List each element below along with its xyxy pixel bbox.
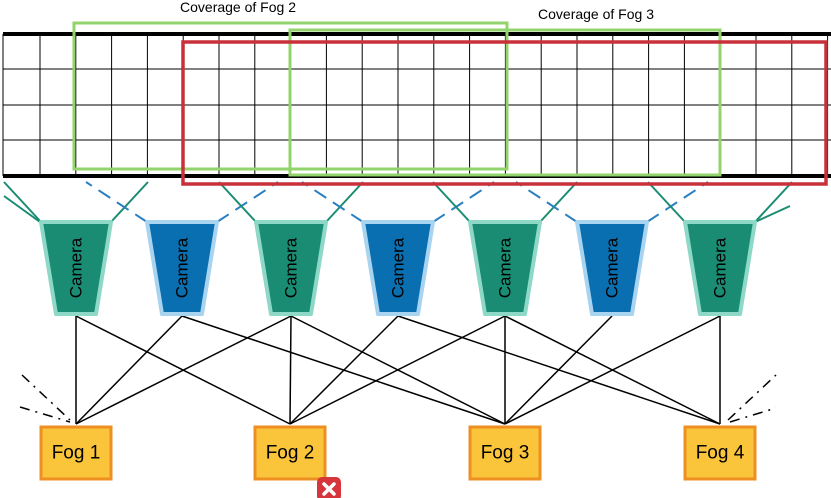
camera-fog-links [19, 315, 777, 425]
camera-4: Camera [361, 220, 435, 316]
fog-node-box [683, 425, 757, 481]
road-grid [2, 32, 831, 178]
fog-node-label: Fog 2 [266, 443, 315, 464]
camera-fov-line [539, 181, 578, 223]
camera-fog-link [289, 315, 506, 425]
camera-fov-line [3, 181, 42, 223]
camera-label: Camera [67, 237, 86, 298]
close-icon-stroke [322, 482, 336, 496]
camera-1: Camera [39, 220, 113, 316]
coverage-failover-box [181, 40, 828, 186]
camera-body [145, 220, 219, 316]
fog-node-label: Fog 3 [481, 443, 530, 464]
camera-fov-line [646, 181, 709, 223]
camera-3: Camera [254, 220, 328, 316]
camera-body [468, 220, 542, 316]
camera-fov-line [85, 181, 148, 223]
camera-fov-line [218, 181, 257, 223]
camera-fov-line [432, 181, 495, 223]
camera-label: Camera [282, 237, 301, 298]
coverage-fog3-box [288, 28, 722, 177]
fog-node-box [39, 425, 113, 481]
camera-fov-line [647, 181, 686, 223]
camera-fov-line [754, 181, 793, 223]
fog-node-label: Fog 4 [696, 443, 745, 464]
camera-label: Camera [173, 237, 192, 298]
camera-fov-line [754, 205, 791, 223]
camera-fov-line [515, 181, 578, 223]
camera-fog-link [289, 315, 399, 425]
camera-fog-link [504, 315, 613, 425]
coverage-label-fog3: Coverage of Fog 3 [538, 6, 654, 22]
link-continuation [729, 407, 777, 423]
link-continuation [727, 374, 777, 421]
camera-fog-link [75, 315, 183, 425]
camera-fog-link [75, 315, 292, 425]
camera-fov-line [110, 181, 149, 223]
camera-body [683, 220, 757, 316]
fog-node-4: Fog 4 [683, 425, 757, 481]
fog-node-2: Fog 2 [253, 425, 341, 498]
camera-2: Camera [145, 220, 219, 316]
camera-label: Camera [711, 237, 730, 298]
coverage-rectangles [72, 21, 828, 186]
fog-node-box [468, 425, 542, 481]
camera-fov-line [3, 195, 41, 223]
fog-row: Fog 1 Fog 2 Fog 3 Fog 4 [39, 425, 757, 498]
fog-node-3: Fog 3 [468, 425, 542, 481]
fog-node-box [253, 425, 327, 481]
camera-row: Camera Camera Camera Camera Camera Camera Came… [39, 220, 757, 316]
camera-fog-link [504, 315, 721, 425]
camera-fov-line [432, 181, 471, 223]
fog-node-1: Fog 1 [39, 425, 113, 481]
coverage-labels: Coverage of Fog 2 Coverage of Fog 3 [180, 0, 654, 22]
link-continuation [19, 406, 71, 423]
camera-fov-line [301, 181, 364, 223]
camera-body [575, 220, 649, 316]
camera-fov-lines [3, 181, 793, 223]
camera-body [39, 220, 113, 316]
camera-6: Camera [575, 220, 649, 316]
camera-fov-line [216, 181, 279, 223]
camera-label: Camera [389, 237, 408, 298]
camera-5: Camera [468, 220, 542, 316]
camera-fov-line [325, 181, 364, 223]
link-continuation [21, 374, 71, 421]
camera-label: Camera [603, 237, 622, 298]
camera-body [254, 220, 328, 316]
camera-fog-link [289, 315, 292, 425]
camera-7: Camera [683, 220, 757, 316]
camera-label: Camera [496, 237, 515, 298]
close-icon [317, 477, 341, 498]
camera-body [361, 220, 435, 316]
coverage-label-fog2: Coverage of Fog 2 [180, 0, 296, 15]
fog-node-label: Fog 1 [52, 443, 101, 464]
